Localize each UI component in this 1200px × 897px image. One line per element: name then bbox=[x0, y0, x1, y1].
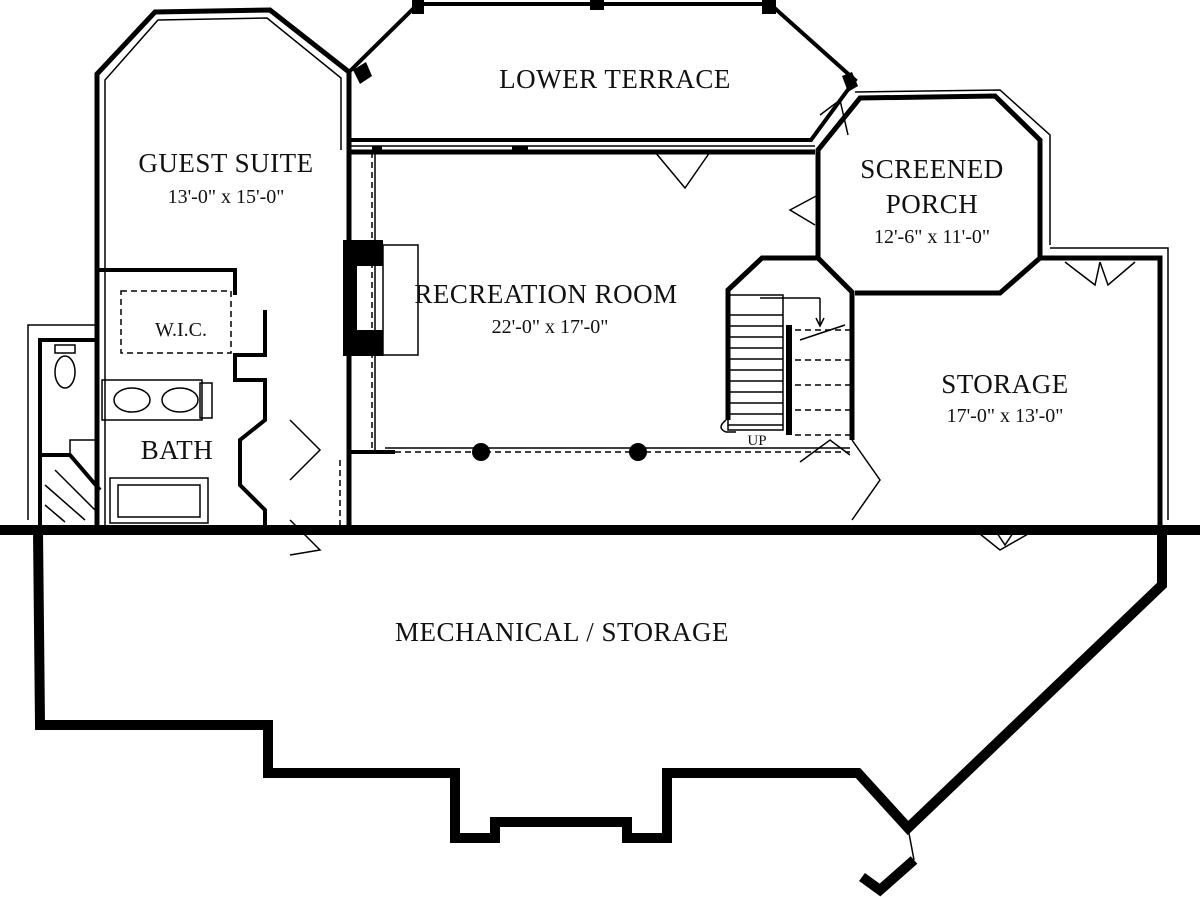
lower-terrace-walls bbox=[347, 0, 858, 142]
lower-terrace-label: LOWER TERRACE bbox=[499, 64, 731, 94]
screened-porch-size: 12'-6" x 11'-0" bbox=[874, 226, 990, 248]
guest-suite-walls bbox=[94, 7, 352, 525]
storage-size: 17'-0" x 13'-0" bbox=[947, 405, 1064, 427]
screened-porch-walls bbox=[788, 89, 1051, 296]
screened-porch-label-2: PORCH bbox=[886, 189, 979, 219]
mechanical-storage-label: MECHANICAL / STORAGE bbox=[395, 617, 729, 647]
bath-label: BATH bbox=[141, 435, 214, 465]
room-labels: LOWER TERRACE GUEST SUITE 13'-0" x 15'-0… bbox=[138, 64, 1068, 647]
bath-walls bbox=[27, 324, 213, 525]
staircase bbox=[720, 255, 855, 463]
wic-label: W.I.C. bbox=[155, 319, 207, 341]
recreation-room-label: RECREATION ROOM bbox=[414, 279, 677, 309]
guest-suite-label: GUEST SUITE bbox=[138, 148, 313, 178]
recreation-room-walls bbox=[289, 145, 850, 556]
stairs-up-label: UP bbox=[747, 433, 766, 449]
storage-walls bbox=[851, 247, 1169, 551]
screened-porch-label-1: SCREENED bbox=[860, 154, 1004, 184]
recreation-room-size: 22'-0" x 17'-0" bbox=[492, 316, 609, 338]
guest-suite-size: 13'-0" x 15'-0" bbox=[168, 186, 285, 208]
mechanical-storage-walls bbox=[0, 525, 1200, 897]
storage-label: STORAGE bbox=[941, 369, 1069, 399]
